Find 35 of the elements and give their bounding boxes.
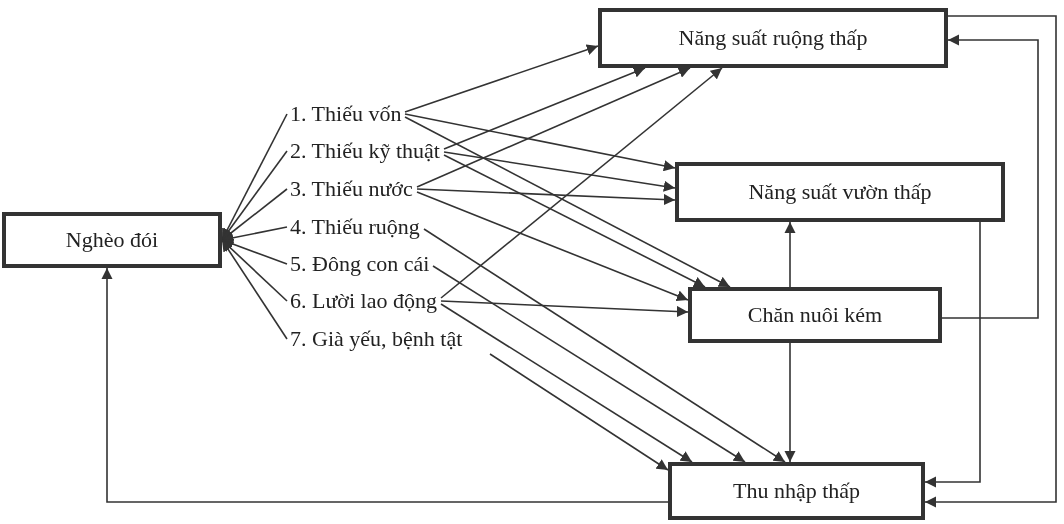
arrow (416, 67, 691, 188)
arrow (924, 221, 981, 488)
arrow (416, 188, 676, 206)
arrow (440, 303, 693, 463)
cause-label: 4. Thiếu ruộng (290, 214, 420, 240)
process-box: Nghèo đói (2, 212, 222, 268)
arrow (443, 67, 646, 150)
process-box: Năng suất vườn thấp (675, 162, 1005, 222)
arrow (443, 151, 676, 192)
arrow (440, 300, 689, 318)
process-box: Năng suất ruộng thấp (598, 8, 948, 68)
arrow (221, 226, 288, 244)
arrow (443, 154, 706, 288)
arrow (404, 116, 731, 288)
arrow (404, 113, 676, 172)
arrow (784, 221, 796, 288)
cause-label: 6. Lười lao động (290, 288, 437, 314)
arrow (432, 265, 746, 463)
arrow (423, 228, 786, 463)
arrow (440, 67, 723, 299)
cause-label: 3. Thiếu nước (290, 176, 413, 202)
process-box: Thu nhập thấp (668, 462, 925, 520)
cause-label: 5. Đông con cái (290, 251, 430, 277)
arrow (221, 238, 288, 265)
arrow (489, 353, 669, 471)
cause-label: 1. Thiếu vốn (290, 101, 402, 127)
arrow (404, 44, 599, 113)
arrow (941, 34, 1039, 319)
arrow (101, 267, 669, 503)
arrow (416, 191, 689, 302)
process-box: Chăn nuôi kém (688, 287, 942, 343)
cause-label: 2. Thiếu kỹ thuật (290, 138, 440, 164)
arrow (784, 342, 796, 463)
cause-label: 7. Già yếu, bệnh tật (290, 326, 463, 352)
arrow (924, 15, 1057, 508)
